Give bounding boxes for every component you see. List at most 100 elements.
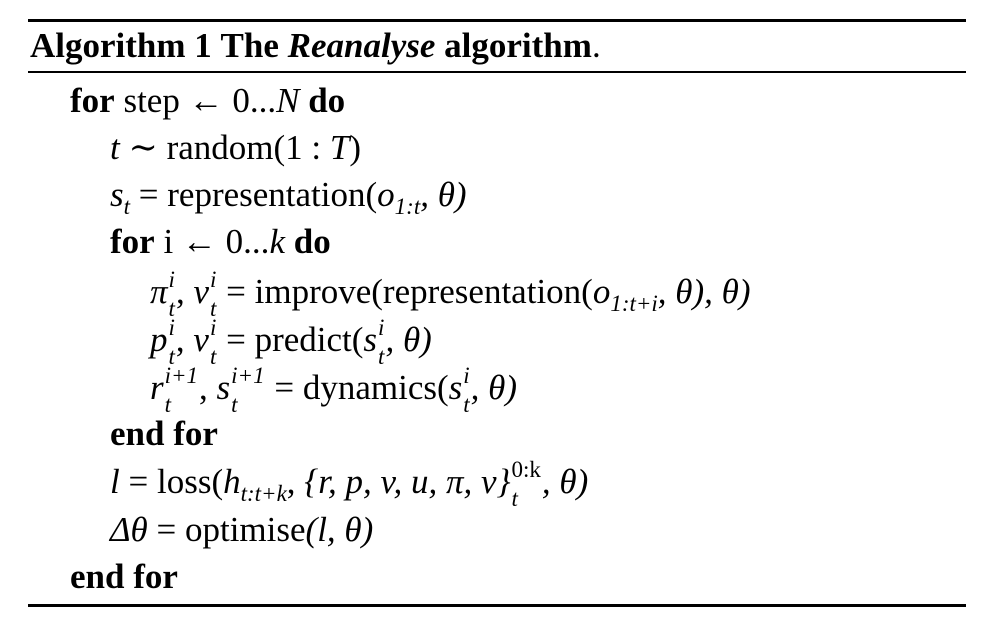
bottom-rule (28, 604, 966, 607)
algo-line-11: end for (70, 555, 178, 599)
sup-i-plus-1: i+1 (231, 362, 265, 388)
rest-args: , θ) (541, 462, 589, 501)
keyword-do-inner: do (293, 222, 331, 261)
keyword-end-for-inner: end for (110, 414, 218, 453)
open-paren: ( (365, 175, 378, 214)
algorithm-caption: Algorithm 1 The Reanalyse algorithm. (30, 22, 601, 70)
fn-dynamics: dynamics (302, 368, 437, 407)
caption-period: . (591, 26, 601, 65)
inner-loop-range: i ← 0... (163, 222, 270, 261)
sub-t: t (209, 295, 217, 321)
op-eq: = (130, 175, 168, 214)
var-delta-theta: Δθ (110, 510, 148, 549)
sup-i: i (209, 266, 217, 292)
sub-1-t-plus-i: 1:t+i (610, 291, 658, 316)
op-sim: ∼ (119, 128, 167, 167)
keyword-do: do (308, 81, 346, 120)
var-r: r (150, 368, 164, 407)
sup-0-k: 0:k (511, 456, 541, 482)
var-pi: π (150, 272, 168, 311)
algo-line-8: end for (110, 412, 218, 456)
fn-predict: predict (254, 320, 352, 359)
sub-t: t (168, 295, 175, 321)
close-paren: ) (349, 128, 361, 167)
var-s: s (216, 368, 231, 407)
var-l: l (110, 462, 120, 501)
sub-t-t-plus-k: t:t+k (240, 481, 287, 506)
algorithm-label: Algorithm 1 (30, 26, 212, 65)
optimise-args: (l, θ) (305, 510, 374, 549)
op-eq: = (217, 272, 255, 311)
var-o: o (592, 272, 611, 311)
keyword-end-for-outer: end for (70, 557, 178, 596)
algo-line-3: st = representation(o1:t, θ) (110, 173, 467, 219)
fn-improve: improve (254, 272, 372, 311)
sup-i-plus-1: i+1 (164, 362, 199, 388)
fn-loss: loss (156, 462, 212, 501)
var-h: h (223, 462, 241, 501)
var-s: s (110, 175, 124, 214)
op-eq: = (147, 510, 185, 549)
r-scripts: i+1 t (164, 364, 198, 417)
algo-line-2: t ∼ random(1 : T) (110, 126, 361, 170)
random-args: (1 : (273, 128, 330, 167)
top-rule (28, 19, 966, 22)
var-k: k (269, 222, 285, 261)
var-N: N (276, 81, 300, 120)
keyword-for: for (70, 81, 115, 120)
sub-t: t (164, 391, 172, 417)
rest-args: , θ) (470, 368, 518, 407)
set-scripts: 0:k t (511, 458, 541, 511)
caption-title-emphasis: Reanalyse (287, 26, 436, 65)
algo-line-4: for i ← 0...k do (110, 220, 331, 264)
caption-title-post: algorithm (444, 26, 592, 65)
fn-optimise: optimise (184, 510, 306, 549)
sub-t: t (168, 343, 175, 369)
fn-random: random (166, 128, 274, 167)
var-nu: ν (193, 272, 209, 311)
sup-i: i (168, 314, 175, 340)
var-o: o (377, 175, 395, 214)
op-eq: = (265, 368, 303, 407)
keyword-for-inner: for (110, 222, 155, 261)
algo-line-10: Δθ = optimise(l, θ) (110, 508, 373, 552)
var-T: T (329, 128, 350, 167)
rest-args: , θ) (385, 320, 432, 359)
var-p: p (150, 320, 168, 359)
sup-i: i (463, 362, 470, 388)
sub-t: t (123, 194, 131, 219)
caption-rule (28, 71, 966, 73)
sub-1-t: 1:t (394, 194, 421, 219)
algo-line-1: for step ← 0...N do (70, 79, 345, 123)
sub-t: t (463, 391, 470, 417)
rest-args: , θ) (420, 175, 467, 214)
sub-t: t (511, 485, 518, 511)
op-eq: = (119, 462, 157, 501)
sub-t: t (378, 343, 385, 369)
fn-representation: representation (382, 272, 582, 311)
loop-range: step ← 0... (123, 81, 277, 120)
fn-representation: representation (167, 175, 366, 214)
caption-title-pre: The (220, 26, 279, 65)
s-scripts: i+1 t (231, 364, 264, 417)
target-set: {r, p, v, u, π, ν} (304, 462, 511, 501)
op-eq: = (217, 320, 255, 359)
var-v: v (193, 320, 209, 359)
var-s: s (448, 368, 463, 407)
rest-args: , θ), θ) (657, 272, 751, 311)
sup-i: i (168, 266, 175, 292)
sub-t: t (209, 343, 217, 369)
var-t: t (110, 128, 120, 167)
sup-i: i (209, 314, 217, 340)
sup-i: i (378, 314, 385, 340)
sub-t: t (231, 391, 238, 417)
